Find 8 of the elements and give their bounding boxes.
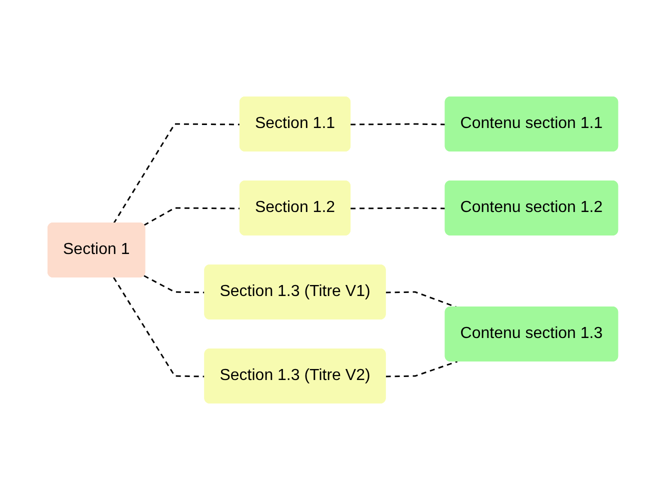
connector — [113, 277, 206, 378]
connector — [113, 123, 241, 224]
connector — [386, 360, 458, 378]
connector — [144, 207, 241, 226]
connector — [144, 275, 206, 294]
connector — [350, 123, 446, 126]
connector — [386, 291, 458, 308]
connector — [350, 207, 446, 210]
